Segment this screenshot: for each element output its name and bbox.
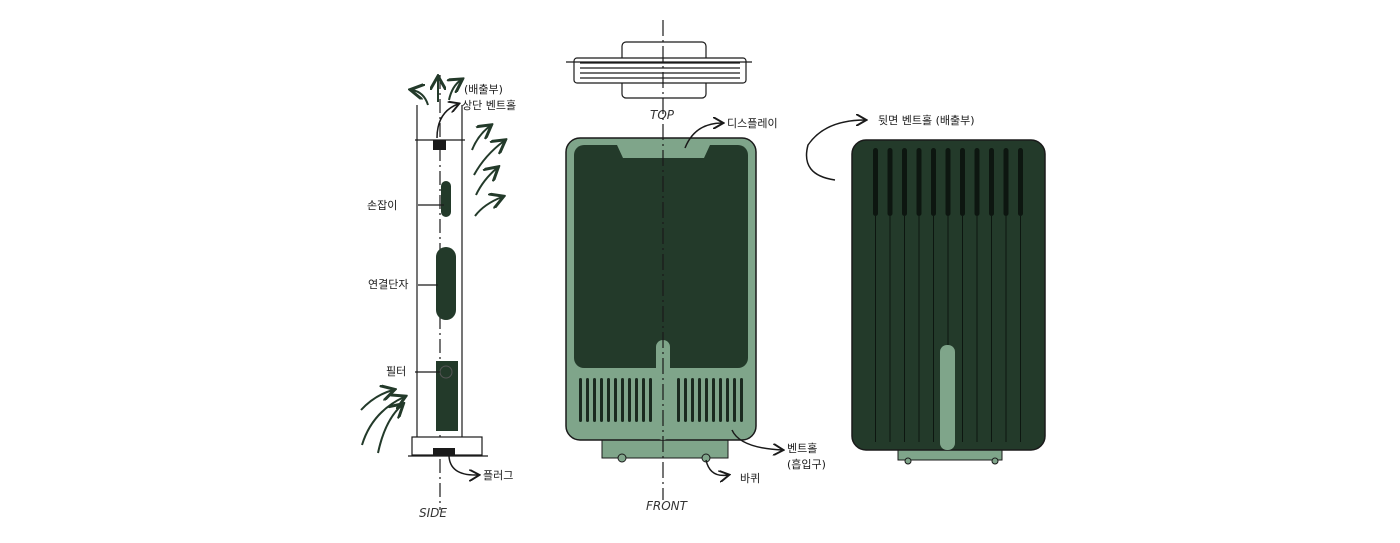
rear-vent-slots <box>873 148 1023 442</box>
label-wheel: 바퀴 <box>740 472 760 485</box>
filter-part <box>436 361 458 431</box>
label-connector: 연결단자 <box>368 278 408 291</box>
vent-slot <box>614 378 617 422</box>
label-filter: 필터 <box>386 365 406 378</box>
vent-slot <box>628 378 631 422</box>
intake-arrow-icon <box>361 397 404 446</box>
vent-slot <box>916 148 922 216</box>
vent-slot <box>712 378 715 422</box>
label-rear-vent: 뒷면 벤트홀 (배출부) <box>878 114 975 127</box>
vent-slot <box>719 378 722 422</box>
vent-slot <box>887 148 893 216</box>
intake-vent-slots <box>579 378 743 422</box>
vent-slot <box>931 148 936 216</box>
vent-slot <box>989 148 994 216</box>
label-display: 디스플레이 <box>727 117 778 130</box>
vent-slot <box>684 378 687 422</box>
intake-arrow-icon <box>360 390 393 411</box>
label-plug: 플러그 <box>483 469 513 482</box>
vent-slot <box>698 378 701 422</box>
vent-slot <box>579 378 582 422</box>
vent-slot <box>586 378 589 422</box>
plug-part <box>433 448 455 456</box>
label-handle: 손잡이 <box>367 199 397 212</box>
intake-arrow-icon <box>377 405 402 454</box>
vent-slot <box>726 378 729 422</box>
side-title: SIDE <box>419 506 447 520</box>
vent-slot <box>1003 148 1009 216</box>
handle-part <box>441 181 451 217</box>
front-panel <box>574 145 748 368</box>
back-view: 뒷면 벤트홀 (배출부) <box>805 114 1046 465</box>
front-view: 디스플레이 벤트홀 (흡입구) 바퀴 FRONT <box>565 20 826 513</box>
vent-slot <box>621 378 624 422</box>
airflow-arrow-icon <box>449 80 461 101</box>
airflow-arrow-icon <box>412 90 429 106</box>
vent-slot <box>1018 148 1023 216</box>
front-title: FRONT <box>646 499 689 513</box>
vent-slot <box>649 378 652 422</box>
label-exhaust: (배출부) <box>464 83 503 96</box>
vent-slot <box>902 148 907 216</box>
top-vent-part <box>433 140 446 150</box>
vent-slot <box>635 378 638 422</box>
label-top-vent: 상단 벤트홀 <box>462 99 516 112</box>
vent-slot <box>600 378 603 422</box>
airflow-arrow-icon <box>475 168 497 196</box>
side-view: (배출부) 상단 벤트홀 손잡이 연결단자 필터 플러그 SIDE <box>360 75 516 520</box>
top-title: TOP <box>650 108 675 122</box>
vent-slot <box>705 378 708 422</box>
vent-slot <box>607 378 610 422</box>
vent-slot <box>593 378 596 422</box>
vent-slot <box>733 378 736 422</box>
vent-slot <box>873 148 878 216</box>
airflow-arrow-icon <box>471 126 490 151</box>
back-stem <box>940 345 955 450</box>
vent-slot <box>677 378 680 422</box>
vent-slot <box>642 378 645 422</box>
top-view: TOP <box>566 41 752 122</box>
vent-slot <box>740 378 743 422</box>
wheel <box>617 453 627 463</box>
airflow-arrow-icon <box>474 197 502 217</box>
label-intake-vent: 벤트홀 <box>787 442 817 455</box>
label-intake-vent-sub: (흡입구) <box>787 457 826 471</box>
airflow-arrow-icon <box>473 141 504 176</box>
vent-slot <box>960 148 965 216</box>
vent-slot <box>945 148 951 216</box>
connector-part <box>436 247 456 320</box>
vent-slot <box>974 148 980 216</box>
vent-slot <box>691 378 694 422</box>
